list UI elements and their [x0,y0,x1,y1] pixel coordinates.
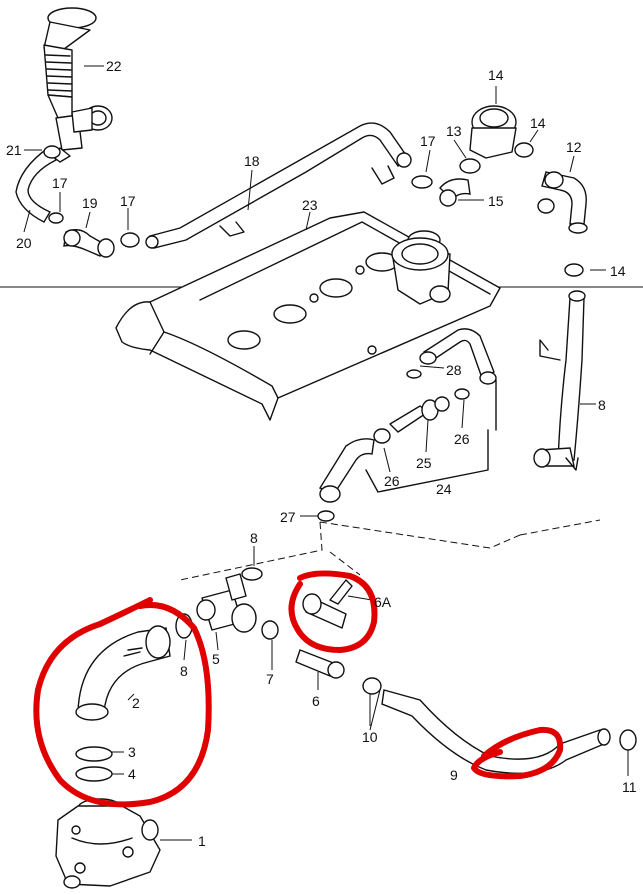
callout-11: 10 [362,729,378,745]
callout-23: 23 [302,197,318,213]
callout-20: 20 [16,235,32,251]
part-24-hose-assembly [317,328,497,522]
callout-25: 25 [416,455,432,471]
callout-12: 11 [622,779,637,795]
part-11-clamp [362,677,382,695]
part-18-breather-pipe [145,122,412,249]
callout-4: 4 [128,766,136,782]
callout-28: 28 [446,362,462,378]
callout-17-mid: 17 [120,193,136,209]
part-15-pcv-valve [411,105,534,207]
callout-6: 6 [312,693,320,709]
callout-labels: 22 21 20 17 19 17 18 23 17 13 14 14 12 1… [6,58,637,849]
callout-14-b: 14 [530,115,546,131]
part-13-elbow [537,171,588,234]
callout-22: 22 [106,58,122,74]
part-22-intake-boot [43,7,113,163]
part-6-fitting [295,649,345,679]
part-20-hose [15,145,64,224]
dashed-leaders [179,519,601,581]
part-10-hose [369,689,637,774]
callout-19: 19 [82,195,98,211]
red-highlight-marks [33,570,564,808]
callout-9: 8 [598,397,606,413]
callout-15: 14 [488,67,504,83]
callout-10: 9 [450,767,458,783]
highlight-circle-part-2 [33,597,212,808]
part-7-clamp [261,620,279,640]
callout-14-c: 14 [610,263,626,279]
part-1-housing [55,798,161,889]
part-6A-fitting [302,579,353,629]
callout-5: 5 [212,651,220,667]
callout-1: 1 [198,833,206,849]
callout-8-left: 8 [180,663,188,679]
part-23-valve-cover [115,211,501,421]
callout-13: 12 [566,139,582,155]
part-3-o-ring [75,746,113,762]
callout-26-b: 26 [384,473,400,489]
callout-21: 21 [6,142,22,158]
callout-14-a: 13 [446,123,462,139]
callout-27: 27 [280,509,296,525]
highlight-circle-part-10 [471,726,564,780]
callout-16: 15 [488,193,504,209]
highlight-circle-part-6A [288,570,378,653]
part-5-tee [196,567,263,633]
callout-26-a: 26 [454,431,470,447]
callout-2: 2 [132,695,140,711]
callout-7: 7 [266,671,274,687]
part-2-elbow-hose [75,613,193,721]
callout-17-right: 17 [420,133,436,149]
callout-24: 24 [436,481,452,497]
callout-6A: 6A [374,594,392,610]
callout-8-top: 8 [250,530,258,546]
part-9-pipe [533,263,596,471]
callout-leaders [23,65,629,841]
part-4-circlip [75,766,113,782]
callout-3: 3 [128,744,136,760]
part-19-hose [63,229,140,258]
callout-17-left: 17 [52,175,68,191]
callout-18: 18 [244,153,260,169]
